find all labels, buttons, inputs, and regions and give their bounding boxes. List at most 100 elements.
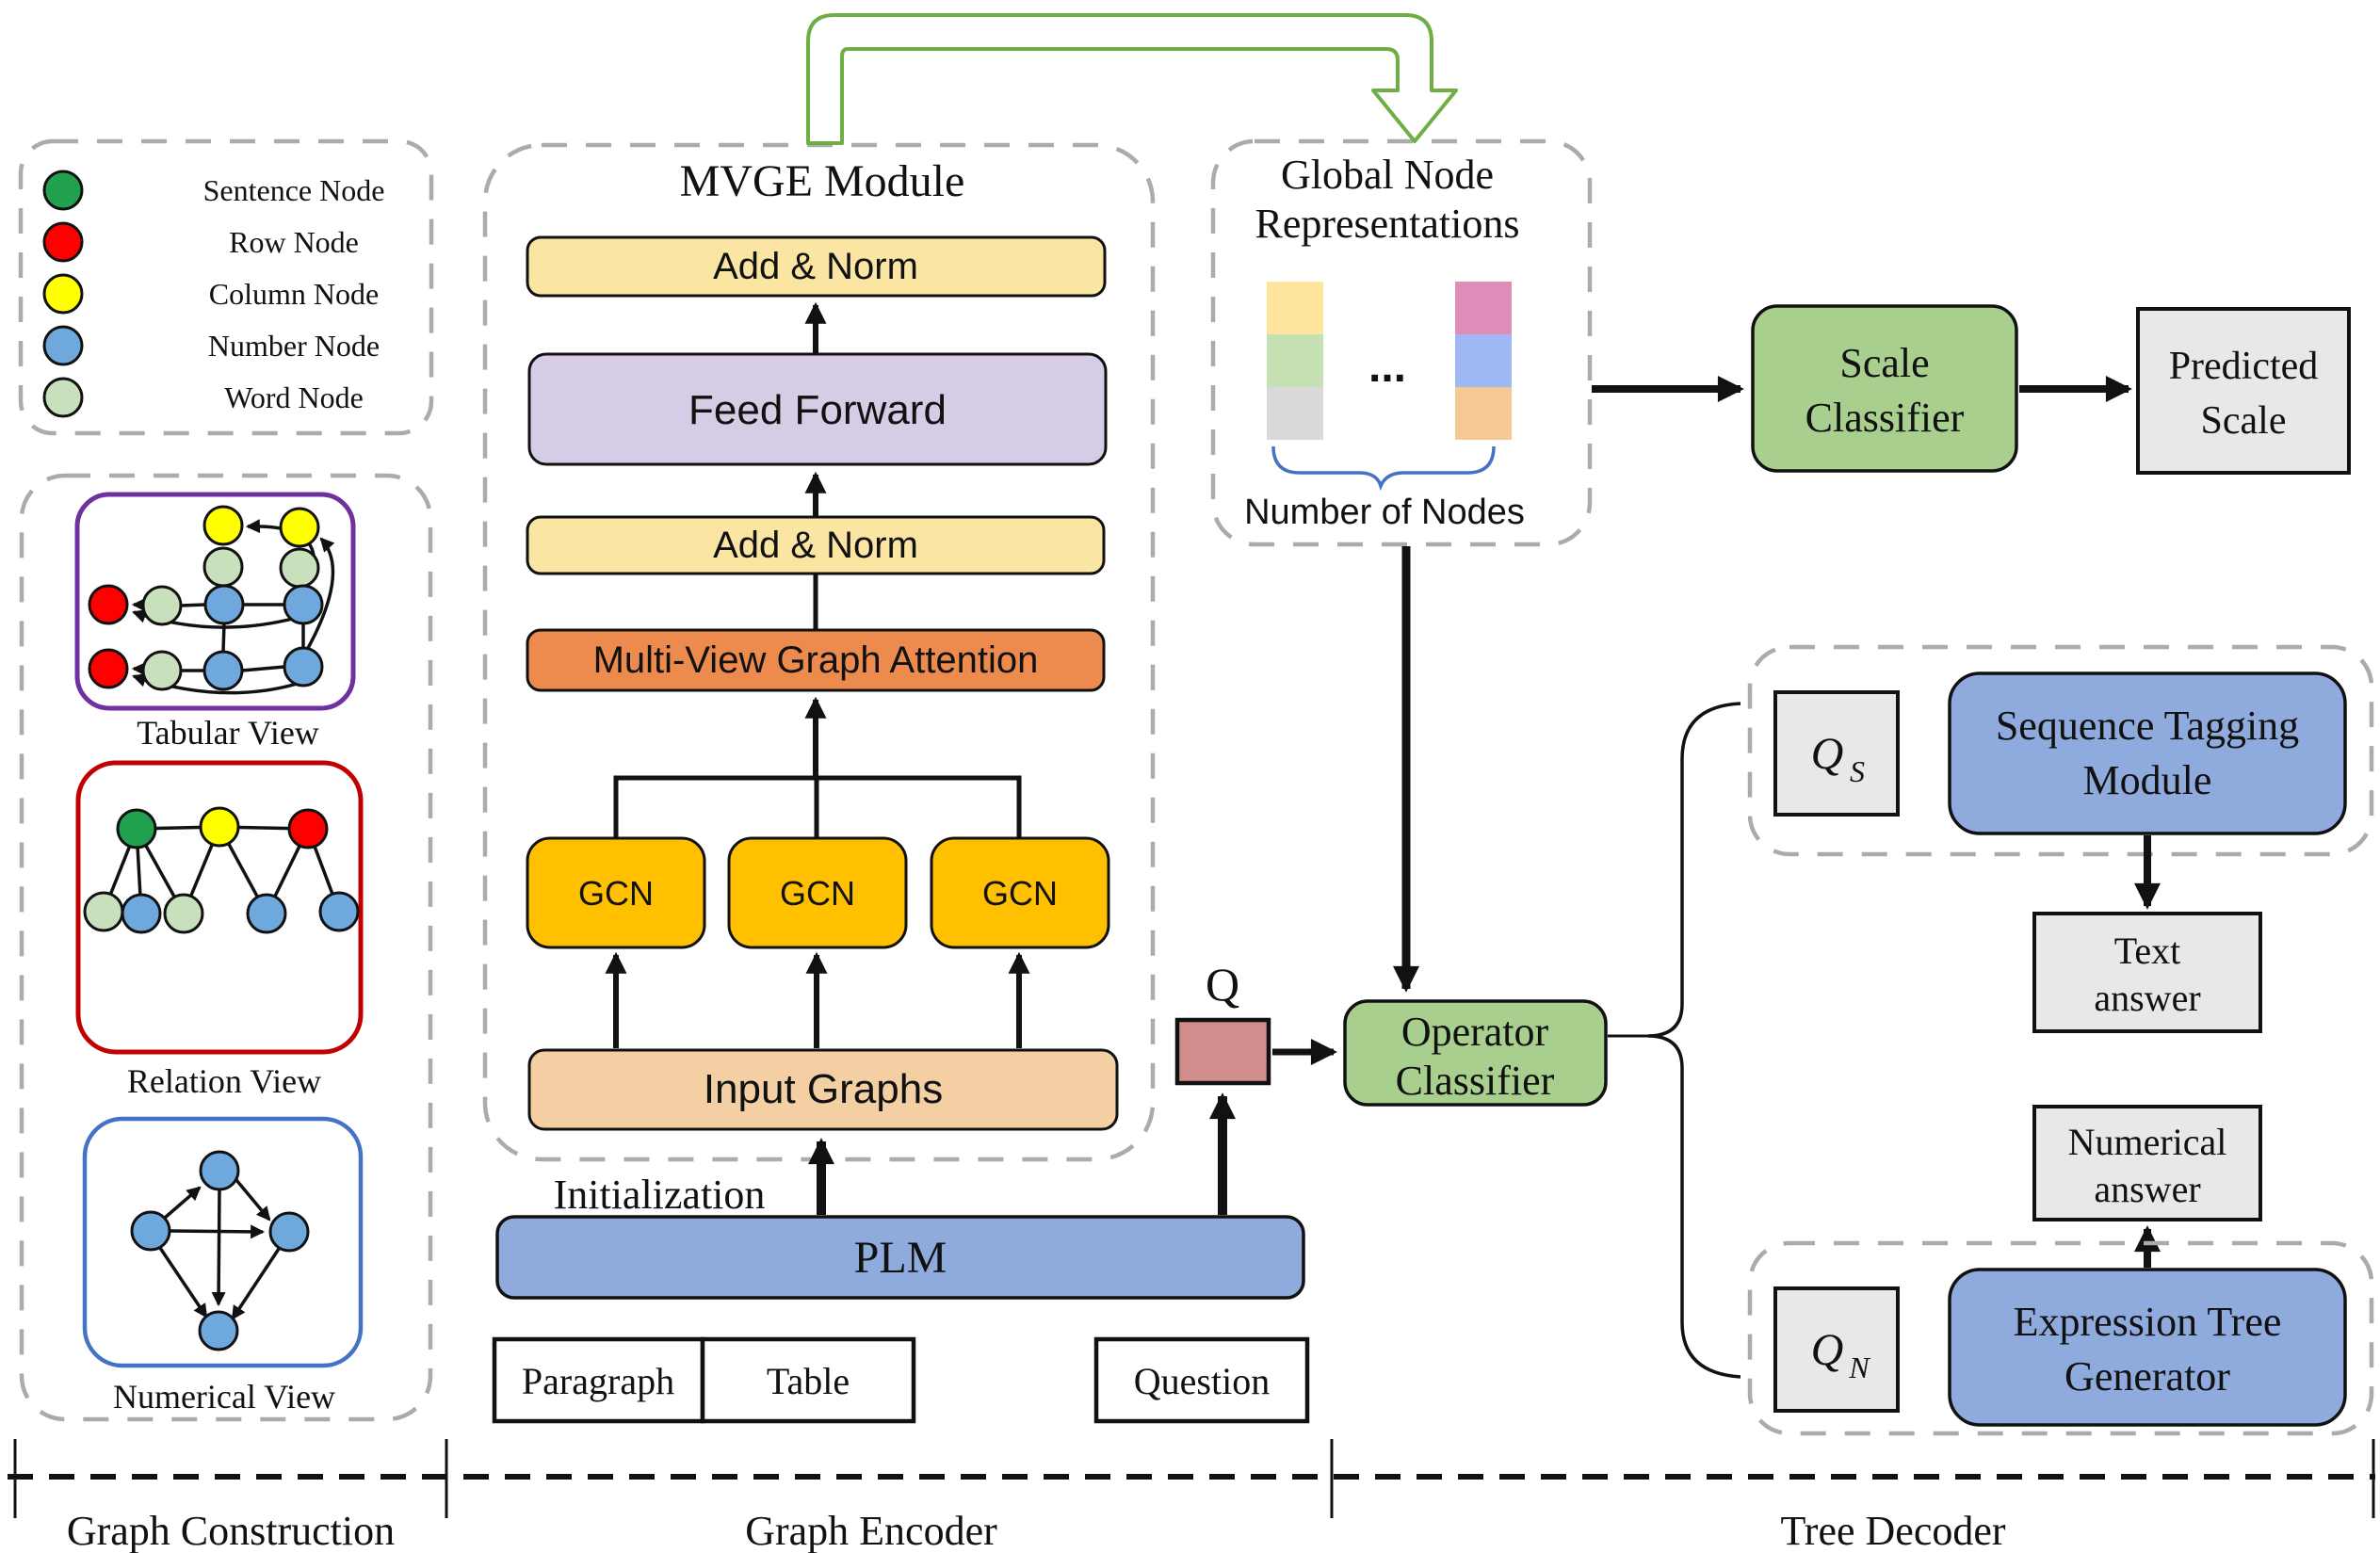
word-node-swatch	[42, 377, 84, 418]
node-vector-right	[1455, 282, 1512, 440]
gcn-1-label: GCN	[578, 874, 654, 913]
operator-classifier-line2: Classifier	[1396, 1058, 1555, 1104]
section-label-graph-encoder: Graph Encoder	[745, 1508, 997, 1553]
gnr-ellipsis: ...	[1368, 342, 1406, 392]
word-node	[279, 547, 320, 589]
qn-sub: N	[1848, 1351, 1870, 1384]
text-answer-line2: answer	[2094, 977, 2200, 1019]
number-node	[318, 891, 360, 932]
legend-label-number: Number Node	[208, 329, 380, 363]
column-node	[199, 806, 240, 848]
add-norm-top-label: Add & Norm	[713, 246, 918, 287]
numerical-answer-line2: answer	[2094, 1168, 2200, 1210]
operator-classifier-line1: Operator	[1401, 1009, 1549, 1055]
legend-label-sentence: Sentence Node	[203, 173, 385, 207]
predicted-scale-line2: Scale	[2201, 399, 2287, 443]
number-node	[199, 1150, 240, 1191]
q-box	[1174, 1017, 1271, 1086]
number-node	[268, 1211, 310, 1253]
expression-tree-generator-box	[1948, 1268, 2347, 1427]
gcn-box-2	[727, 836, 908, 949]
relation-view-nodes	[83, 806, 360, 934]
global-node-representations: Global Node Representations ... Number o…	[1210, 138, 1744, 993]
row-node	[88, 584, 129, 625]
text-answer-line1: Text	[2114, 930, 2181, 972]
row-node-swatch	[42, 221, 84, 263]
tabular-view-label: Tabular View	[137, 714, 319, 752]
green-flow-arrow	[806, 13, 1458, 145]
legend-label-row: Row Node	[229, 225, 359, 259]
input-graphs-label: Input Graphs	[704, 1066, 943, 1112]
paragraph-label: Paragraph	[522, 1360, 674, 1402]
number-node	[203, 584, 245, 625]
question-box	[1093, 1336, 1310, 1424]
number-node	[198, 1310, 239, 1351]
numerical-view-edges	[158, 1178, 281, 1320]
numerical-answer-box	[2032, 1105, 2262, 1221]
column-node-swatch	[42, 273, 84, 315]
section-label-tree-decoder: Tree Decoder	[1780, 1508, 2005, 1553]
plm-group: Initialization PLM Paragraph Table Quest…	[492, 958, 1337, 1424]
section-divider: Graph Construction Graph Encoder Tree De…	[8, 1439, 2375, 1553]
expression-branch-box	[1747, 1240, 2374, 1436]
table-label: Table	[767, 1360, 850, 1402]
mvge-module: MVGE Module Add & Norm Feed Forward Add …	[482, 142, 1156, 1162]
word-node	[83, 891, 124, 932]
tabular-view-nodes	[88, 505, 324, 691]
number-node	[121, 893, 162, 934]
underbrace	[1271, 445, 1496, 492]
qs-sub: S	[1850, 754, 1865, 788]
sentence-node-swatch	[42, 170, 84, 211]
section-label-graph-construction: Graph Construction	[67, 1508, 395, 1553]
gcn-box-1	[526, 836, 706, 949]
qs-main: Q	[1811, 729, 1844, 779]
word-node	[163, 893, 204, 934]
attention-label: Multi-View Graph Attention	[593, 639, 1039, 681]
etg-line2: Generator	[2064, 1353, 2230, 1399]
sentence-node	[116, 808, 157, 849]
number-node-swatch	[42, 325, 84, 366]
scale-branch: Scale Classifier Predicted Scale	[1751, 304, 2351, 475]
plm-label: PLM	[854, 1233, 947, 1283]
input-graphs-box	[527, 1048, 1119, 1131]
number-node	[283, 584, 324, 625]
row-node	[88, 648, 129, 689]
number-node	[246, 893, 287, 934]
stm-line2: Module	[2083, 757, 2212, 803]
add-norm-bottom-label: Add & Norm	[713, 525, 918, 566]
question-label: Question	[1134, 1360, 1270, 1402]
numerical-view-nodes	[130, 1150, 310, 1351]
feed-forward-label: Feed Forward	[688, 387, 947, 433]
node-vector-left	[1267, 282, 1323, 440]
number-node	[283, 646, 324, 688]
number-node	[202, 650, 244, 691]
q-letter-label: Q	[1206, 958, 1239, 1011]
number-node	[130, 1210, 171, 1252]
relation-view-label: Relation View	[127, 1062, 321, 1100]
table-box	[700, 1336, 916, 1424]
attention-box	[526, 628, 1106, 692]
predicted-scale-box	[2136, 307, 2351, 475]
graph-construction-panel: Tabular View Relation View	[19, 473, 433, 1422]
initialization-label: Initialization	[554, 1172, 766, 1218]
tree-decoder-panel: Operator Classifier Q S Sequence Tagging…	[1343, 644, 2374, 1436]
legend-box	[18, 138, 434, 436]
scale-classifier-box	[1751, 304, 2018, 473]
operator-classifier-box	[1343, 999, 1608, 1107]
plm-box	[495, 1215, 1305, 1300]
row-node	[287, 808, 329, 849]
column-node	[202, 505, 244, 546]
qn-main: Q	[1811, 1325, 1844, 1375]
paragraph-box	[492, 1336, 705, 1424]
gcn-2-label: GCN	[780, 874, 855, 913]
scale-classifier-line2: Classifier	[1805, 395, 1965, 441]
predicted-scale-line1: Predicted	[2169, 345, 2319, 388]
stm-line1: Sequence Tagging	[1996, 703, 2299, 749]
mvge-title: MVGE Module	[680, 156, 965, 206]
legend-label-column: Column Node	[209, 277, 379, 311]
gcn-box-3	[930, 836, 1110, 949]
gnr-title-line1: Global Node	[1281, 152, 1494, 198]
numerical-answer-line1: Numerical	[2068, 1121, 2227, 1163]
number-of-nodes-label: Number of Nodes	[1244, 493, 1525, 532]
scale-classifier-line1: Scale	[1839, 340, 1929, 386]
